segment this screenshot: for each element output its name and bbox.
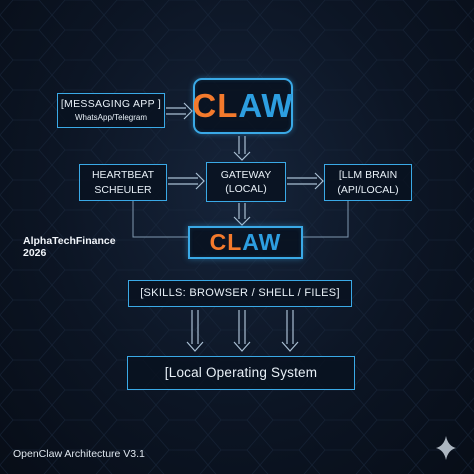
brand-line2: 2026 [23,247,47,260]
connector-llm-to-claw2 [303,201,349,238]
arrow-gateway-to-claw2 [233,203,251,226]
heartbeat-line2: SCHEULER [94,183,152,196]
claw-secondary-box: CLAW [188,226,303,259]
skills-box: [SKILLS: BROWSER / SHELL / FILES] [128,280,352,307]
messaging-app-title: [MESSAGING APP ] [60,98,162,111]
sparkle-icon [436,436,456,460]
arrow-skills-to-os-center [233,310,251,352]
claw-logo: CLAW [192,87,293,125]
arrow-claw-to-gateway [233,136,251,161]
local-os-box: [Local Operating System [127,356,355,390]
skills-label: [SKILLS: BROWSER / SHELL / FILES] [140,287,340,300]
arrow-messaging-to-claw [166,102,193,120]
llm-brain-box: [LLM BRAIN (API/LOCAL) [324,164,412,201]
claw-secondary-logo-part1: CL [209,229,243,256]
brand-label: AlphaTechFinance 2026 [23,235,116,259]
arrow-skills-to-os-left [186,310,204,352]
messaging-app-box: [MESSAGING APP ] WhatsApp/Telegram [57,93,165,128]
llm-line1: [LLM BRAIN [338,169,398,182]
claw-logo-part1: CL [192,87,239,125]
claw-secondary-logo-part2: AW [242,229,282,256]
gateway-line1: GATEWAY [220,168,272,181]
gateway-box: GATEWAY (LOCAL) [206,162,286,202]
brand-line1: AlphaTechFinance [23,235,116,247]
heartbeat-scheduler-box: HEARTBEAT SCHEULER [79,164,167,201]
llm-line2: (API/LOCAL) [337,183,399,196]
arrow-heartbeat-to-gateway [168,172,205,190]
arrow-skills-to-os-right [281,310,299,352]
claw-logo-part2: AW [238,87,294,125]
arrow-gateway-to-llm [287,172,324,190]
footer-label: OpenClaw Architecture V3.1 [13,448,145,460]
claw-secondary-logo: CLAW [210,229,282,255]
heartbeat-line1: HEARTBEAT [91,169,155,182]
local-os-label: [Local Operating System [164,365,318,381]
claw-core-box: CLAW [192,78,293,134]
connector-heartbeat-to-claw2 [132,201,188,238]
messaging-app-subtitle: WhatsApp/Telegram [74,113,148,123]
gateway-line2: (LOCAL) [225,183,267,195]
